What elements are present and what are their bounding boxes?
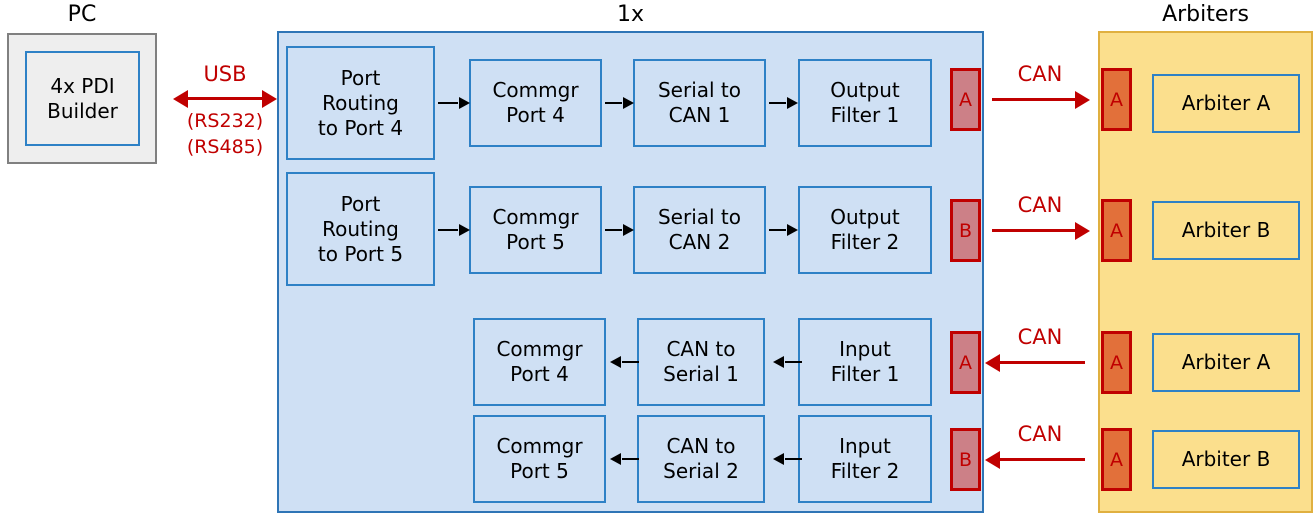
bus-label-can-1: CAN <box>1017 62 1063 86</box>
arbiter-box-b-1[interactable]: Arbiter B <box>1152 201 1300 260</box>
arbiter-box-b-2[interactable]: Arbiter B <box>1152 430 1300 489</box>
chip-arbiter-a-out[interactable]: A <box>1101 68 1132 131</box>
arbiter-box-a-2[interactable]: Arbiter A <box>1152 333 1300 392</box>
chip-arbiter-a-in[interactable]: A <box>1101 331 1132 394</box>
bus-label-rs485: (RS485) <box>186 136 264 158</box>
arrow-infilter1-to-can2serial1 <box>785 361 802 363</box>
block-port-routing-5[interactable]: Port Routing to Port 5 <box>286 172 435 286</box>
arrow-infilter2-to-can2serial2 <box>785 458 802 460</box>
block-output-filter-1[interactable]: Output Filter 1 <box>798 59 932 147</box>
bus-arrow-can-1 <box>992 98 1075 101</box>
chip-device-in-b-1[interactable]: B <box>950 428 981 491</box>
bus-arrow-can-3 <box>1000 361 1085 364</box>
bus-label-can-3: CAN <box>1017 325 1063 349</box>
block-input-filter-1[interactable]: Input Filter 1 <box>798 318 932 406</box>
arbiter-box-a-1[interactable]: Arbiter A <box>1152 74 1300 133</box>
block-commgr-port-5-tx[interactable]: Commgr Port 5 <box>469 186 602 274</box>
block-can-to-serial-1[interactable]: CAN to Serial 1 <box>637 318 765 406</box>
block-can-to-serial-2[interactable]: CAN to Serial 2 <box>637 415 765 503</box>
chip-arbiter-b-in[interactable]: A <box>1101 428 1132 491</box>
section-title-arbiters: Arbiters <box>1162 2 1249 27</box>
arrow-routing4-to-commgr4 <box>438 102 458 104</box>
block-commgr-port-4-rx[interactable]: Commgr Port 4 <box>473 318 606 406</box>
block-port-routing-4[interactable]: Port Routing to Port 4 <box>286 46 435 160</box>
section-title-pc: PC <box>67 2 97 27</box>
block-serial-to-can-1[interactable]: Serial to CAN 1 <box>633 59 766 147</box>
arrow-commgr4-to-serial2can1 <box>605 102 622 104</box>
arrow-can2serial2-to-commgr5 <box>622 458 639 460</box>
bus-arrow-can-2 <box>992 229 1075 232</box>
arrow-serial2can2-to-outfilter2 <box>769 229 786 231</box>
block-input-filter-2[interactable]: Input Filter 2 <box>798 415 932 503</box>
block-output-filter-2[interactable]: Output Filter 2 <box>798 186 932 274</box>
arrow-routing5-to-commgr5 <box>438 229 458 231</box>
block-commgr-port-5-rx[interactable]: Commgr Port 5 <box>473 415 606 503</box>
block-commgr-port-4-tx[interactable]: Commgr Port 4 <box>469 59 602 147</box>
chip-device-out-a-1[interactable]: A <box>950 68 981 131</box>
chip-device-in-a-1[interactable]: A <box>950 331 981 394</box>
arrow-can2serial1-to-commgr4 <box>622 361 639 363</box>
pc-pdi-builder-box[interactable]: 4x PDI Builder <box>25 51 140 146</box>
bus-arrow-usb <box>188 97 262 100</box>
chip-arbiter-b-out[interactable]: A <box>1101 199 1132 262</box>
arrow-commgr5-to-serial2can2 <box>605 229 622 231</box>
section-title-device: 1x <box>616 2 645 27</box>
bus-label-can-4: CAN <box>1017 422 1063 446</box>
bus-arrow-can-4 <box>1000 458 1085 461</box>
chip-device-out-b-1[interactable]: B <box>950 199 981 262</box>
block-serial-to-can-2[interactable]: Serial to CAN 2 <box>633 186 766 274</box>
bus-label-rs232: (RS232) <box>186 110 264 132</box>
arrow-serial2can1-to-outfilter1 <box>769 102 786 104</box>
bus-label-usb: USB <box>203 62 247 86</box>
bus-label-can-2: CAN <box>1017 193 1063 217</box>
